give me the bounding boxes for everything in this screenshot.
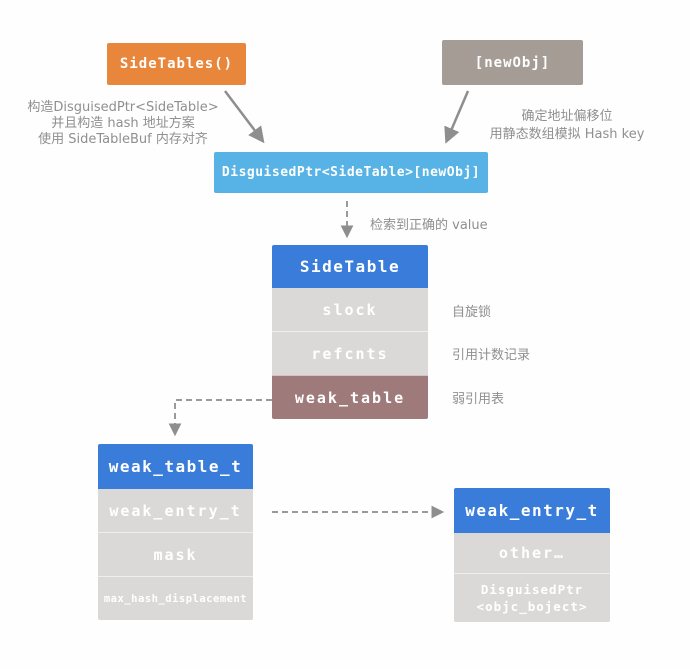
maxhash-label: max_hash_displacement — [103, 592, 248, 605]
left-note-line3: 使用 SideTableBuf 内存对齐 — [38, 132, 208, 147]
weakentryt-header: weak_entry_t — [454, 488, 610, 533]
weaktablet-row-weakentryt: weak_entry_t — [98, 489, 253, 532]
disguisedptr-label: DisguisedPtr<SideTable>[newObj] — [221, 165, 481, 180]
right-note: 确定地址偏移位 用静态数组模拟 Hash key — [467, 108, 667, 144]
weaktable-label: weak_table — [294, 388, 406, 407]
mask-label: mask — [153, 545, 198, 564]
weaktablet-title: weak_table_t — [108, 457, 243, 476]
sidetable-row-refcnts: refcnts — [272, 331, 428, 375]
right-note-line1: 确定地址偏移位 — [521, 109, 613, 124]
weakentryt-row-disguisedptr: DisguisedPtr <objc_boject> — [454, 573, 610, 622]
right-note-line2: 用静态数组模拟 Hash key — [489, 127, 645, 142]
weakentryt-struct: weak_entry_t other… DisguisedPtr <objc_b… — [454, 488, 610, 622]
arrow-sidetables-to-disguisedptr — [224, 90, 265, 144]
sidetable-header: SideTable — [272, 245, 428, 288]
sidetable-title: SideTable — [299, 257, 401, 276]
arrow-newobj-to-disguisedptr — [444, 90, 470, 144]
retrieve-note: 检索到正确的 value — [370, 218, 488, 233]
refcnts-note: 引用计数记录 — [452, 348, 531, 363]
disguisedptr-box: DisguisedPtr<SideTable>[newObj] — [214, 152, 488, 193]
weakentryt-row-other: other… — [454, 533, 610, 573]
weaktablet-header: weak_table_t — [98, 444, 253, 489]
slock-label: slock — [322, 300, 378, 319]
other-label: other… — [498, 544, 566, 562]
sidetable-row-weaktable: weak_table — [272, 375, 428, 419]
disguisedptr-line2: <objc_boject> — [476, 599, 588, 614]
weaktablet-struct: weak_table_t weak_entry_t mask max_hash_… — [98, 444, 253, 620]
weaktablet-row-maxhash: max_hash_displacement — [98, 576, 253, 620]
sidetable-row-slock: slock — [272, 288, 428, 331]
refcnts-label: refcnts — [311, 344, 389, 363]
disguisedptr-line1: DisguisedPtr — [480, 582, 584, 597]
newobj-box: [newObj] — [442, 40, 583, 85]
left-note-line2: 并且构造 hash 地址方案 — [51, 116, 195, 131]
weakentryt-field-label: weak_entry_t — [109, 501, 242, 520]
left-note: 构造DisguisedPtr<SideTable> 并且构造 hash 地址方案… — [17, 100, 229, 148]
sidetable-struct: SideTable slock refcnts weak_table — [272, 245, 428, 419]
weaktablet-row-mask: mask — [98, 532, 253, 576]
newobj-label: [newObj] — [474, 54, 551, 71]
left-note-line1: 构造DisguisedPtr<SideTable> — [27, 100, 219, 115]
weakentryt-title: weak_entry_t — [465, 501, 599, 520]
sidetables-label: SideTables() — [119, 56, 234, 72]
weaktable-note: 弱引用表 — [452, 392, 505, 407]
arrow-weaktable-to-weaktablet — [168, 399, 272, 437]
slock-note: 自旋锁 — [452, 305, 492, 320]
sidetables-box: SideTables() — [107, 43, 246, 85]
